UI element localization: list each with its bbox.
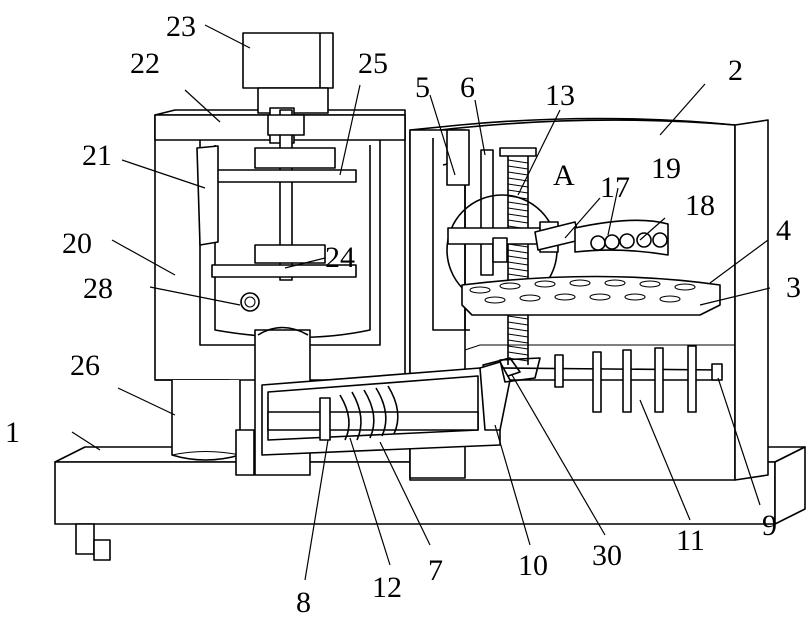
thread-tick [507, 345, 529, 350]
label-5: 5 [415, 71, 430, 104]
thread-tick [507, 207, 529, 212]
thread-tick [507, 201, 529, 206]
label-18: 18 [685, 189, 715, 222]
thread-tick [507, 165, 529, 170]
label-23: 23 [166, 10, 196, 43]
thread-tick [507, 159, 529, 164]
label-28: 28 [83, 272, 113, 305]
thread-tick [507, 327, 529, 332]
thread-tick [507, 261, 529, 266]
thread-tick [507, 321, 529, 326]
label-11: 11 [676, 524, 705, 557]
label-30: 30 [592, 539, 622, 572]
thread-tick [507, 213, 529, 218]
label-9: 9 [762, 509, 777, 542]
label-22: 22 [130, 47, 160, 80]
perforated-plate [461, 275, 721, 316]
thread-tick [507, 255, 529, 260]
label-6: 6 [460, 71, 475, 104]
feed-pipe [254, 326, 541, 476]
label-24: 24 [325, 241, 355, 274]
labels: 1 2 3 4 5 6 7 8 9 10 11 12 13 17 18 19 2… [5, 10, 801, 619]
label-7: 7 [428, 554, 443, 587]
lower-motor [171, 380, 255, 476]
label-12: 12 [372, 571, 402, 604]
thread-tick [507, 351, 529, 356]
top-motor [242, 32, 334, 144]
label-3: 3 [786, 271, 801, 304]
stirrer [196, 109, 357, 281]
thread-tick [507, 249, 529, 254]
thread-tick [507, 183, 529, 188]
label-13: 13 [545, 79, 575, 112]
valve [240, 292, 260, 312]
label-a: A [553, 159, 575, 192]
arm-and-nozzle-tray [534, 219, 669, 256]
label-17: 17 [600, 171, 630, 204]
thread-tick [507, 333, 529, 338]
thread-tick [507, 171, 529, 176]
thread-tick [507, 189, 529, 194]
stirring-shaft [497, 345, 723, 413]
label-4: 4 [776, 214, 791, 247]
label-1: 1 [5, 416, 20, 449]
label-25: 25 [358, 47, 388, 80]
thread-tick [507, 273, 529, 278]
thread-tick [507, 219, 529, 224]
label-19: 19 [651, 152, 681, 185]
thread-tick [507, 267, 529, 272]
label-21: 21 [82, 139, 112, 172]
thread-tick [507, 339, 529, 344]
label-26: 26 [70, 349, 100, 382]
label-20: 20 [62, 227, 92, 260]
leader-lines [71, 24, 771, 581]
label-2: 2 [728, 54, 743, 87]
label-10: 10 [518, 549, 548, 582]
label-8: 8 [296, 586, 311, 619]
thread-tick [507, 315, 529, 320]
